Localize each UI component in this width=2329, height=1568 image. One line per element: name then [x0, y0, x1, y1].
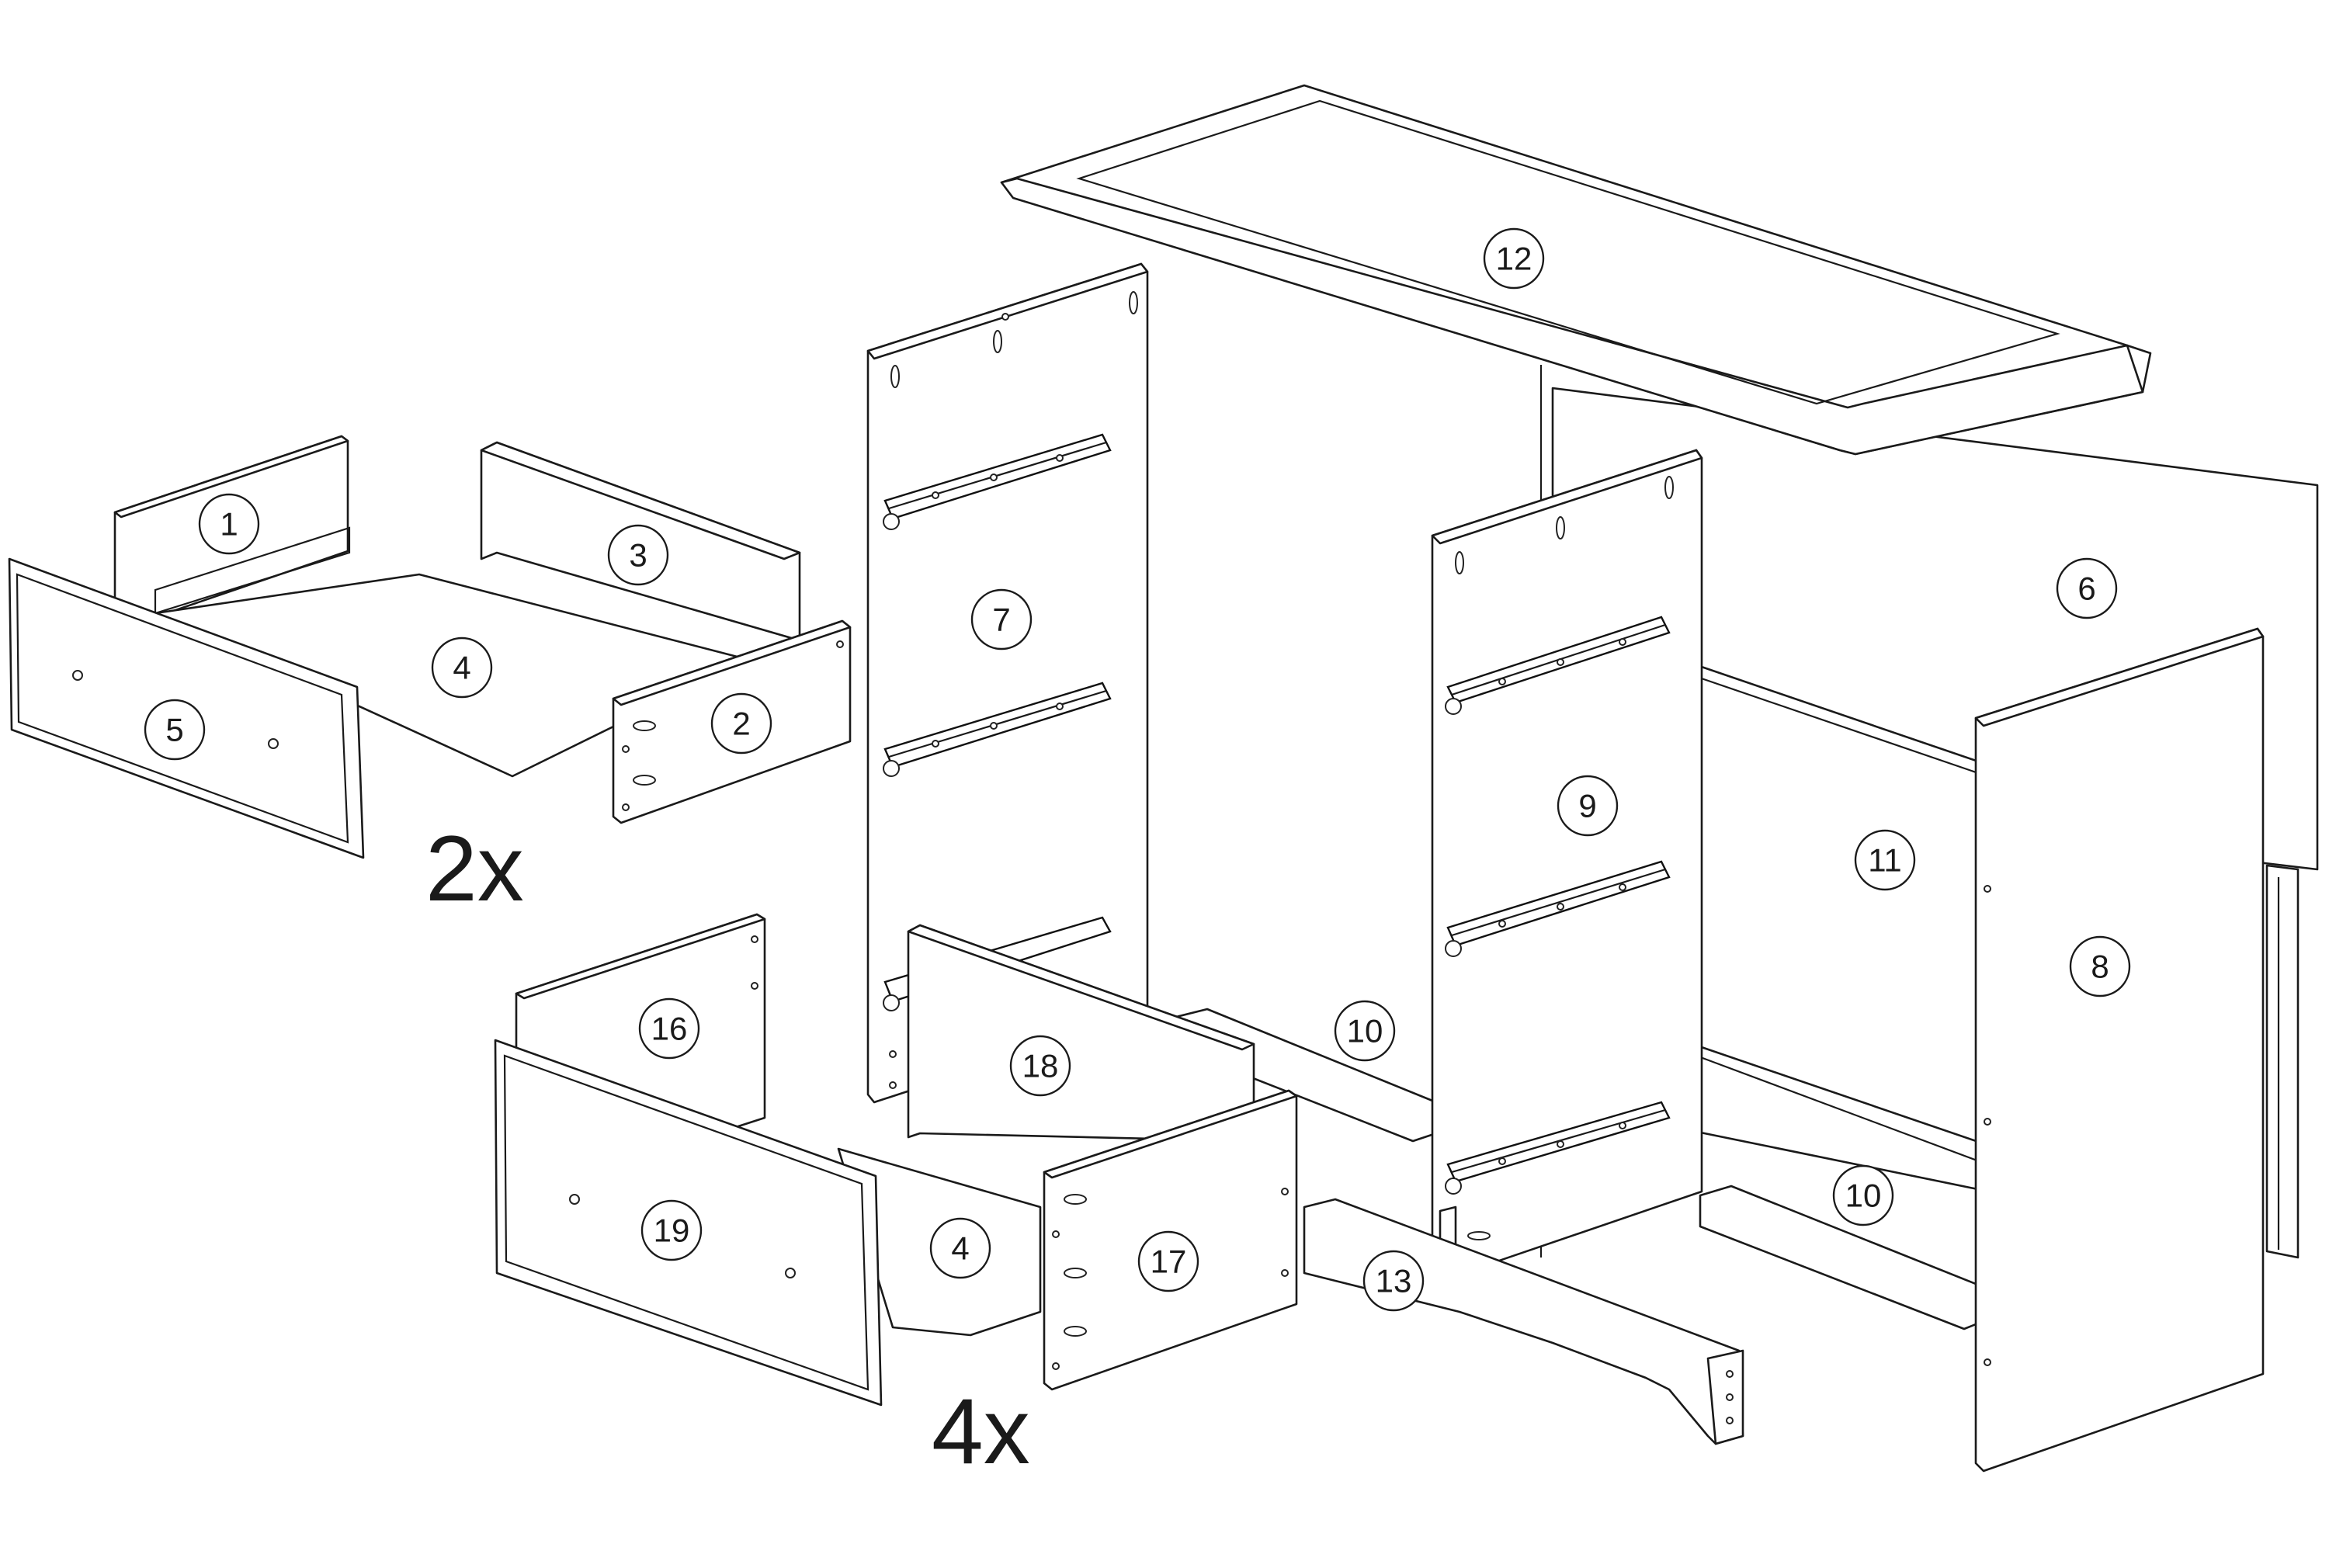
drawer-slide — [883, 682, 1112, 777]
callout-part-11: 11 — [1854, 829, 1916, 891]
callout-part-9: 9 — [1557, 775, 1619, 837]
callout-circle — [1334, 1000, 1396, 1062]
callout-circle — [638, 997, 700, 1060]
lower-drawer-assembly — [494, 913, 1298, 1407]
callout-circle — [1854, 829, 1916, 891]
callout-number: 8 — [2091, 949, 2109, 985]
callout-number: 2 — [732, 706, 750, 742]
callout-number: 3 — [629, 537, 647, 574]
callout-part-5: 5 — [144, 699, 206, 761]
callout-part-13: 13 — [1362, 1250, 1425, 1312]
upper-drawer-assembly — [8, 435, 852, 859]
callout-circle — [607, 524, 669, 586]
callout-circle — [198, 493, 260, 555]
callout-part-12: 12 — [1483, 227, 1545, 290]
callout-circle — [2069, 935, 2131, 997]
callout-part-1: 1 — [198, 493, 260, 555]
callout-circle — [640, 1199, 703, 1261]
callout-number: 12 — [1496, 241, 1532, 277]
callout-circle — [929, 1217, 991, 1279]
callout-part-19: 19 — [640, 1199, 703, 1261]
callout-number: 19 — [654, 1212, 690, 1249]
callout-circle — [1483, 227, 1545, 290]
callout-circle — [1362, 1250, 1425, 1312]
callout-number: 10 — [1845, 1178, 1882, 1214]
callout-number: 6 — [2077, 571, 2095, 607]
drawer-slide — [883, 433, 1112, 530]
callout-circle — [1832, 1164, 1894, 1226]
callout-number: 1 — [220, 506, 238, 543]
callout-number: 18 — [1022, 1048, 1059, 1084]
callout-number: 9 — [1578, 788, 1596, 824]
callout-part-7: 7 — [970, 588, 1033, 650]
drawer-slide — [1445, 860, 1671, 957]
callout-circle — [1137, 1230, 1199, 1292]
callout-number: 17 — [1151, 1244, 1187, 1280]
callout-number: 5 — [165, 712, 183, 748]
callout-circle — [970, 588, 1033, 650]
callout-part-8: 8 — [2069, 935, 2131, 997]
side-panel-right — [1974, 627, 2265, 1473]
callout-part-10-upper: 10 — [1334, 1000, 1396, 1062]
callout-part-17: 17 — [1137, 1230, 1199, 1292]
callout-number: 13 — [1376, 1263, 1412, 1299]
callout-part-4-lower: 4 — [929, 1217, 991, 1279]
callout-part-16: 16 — [638, 997, 700, 1060]
callout-part-10-lower: 10 — [1832, 1164, 1894, 1226]
callout-number: 7 — [992, 602, 1010, 638]
lower-drawer-quantity: 4x — [932, 1379, 1030, 1483]
callout-circle — [431, 637, 493, 699]
callout-part-6: 6 — [2056, 557, 2118, 619]
callout-circle — [710, 692, 772, 755]
drawer-slide — [1445, 616, 1671, 715]
callout-part-2: 2 — [710, 692, 772, 755]
callout-number: 10 — [1347, 1013, 1383, 1049]
callout-part-4-upper: 4 — [431, 637, 493, 699]
callout-part-3: 3 — [607, 524, 669, 586]
callout-circle — [144, 699, 206, 761]
callout-circle — [1557, 775, 1619, 837]
callout-circle — [1009, 1035, 1071, 1097]
callout-part-18: 18 — [1009, 1035, 1071, 1097]
upper-drawer-quantity: 2x — [425, 817, 524, 921]
callout-number: 4 — [453, 650, 470, 686]
callout-number: 11 — [1868, 842, 1902, 879]
callout-number: 4 — [951, 1230, 969, 1267]
drawer-slide — [1445, 1101, 1671, 1195]
side-panel-middle — [1431, 449, 1703, 1282]
callout-circle — [2056, 557, 2118, 619]
callout-number: 16 — [651, 1011, 688, 1047]
